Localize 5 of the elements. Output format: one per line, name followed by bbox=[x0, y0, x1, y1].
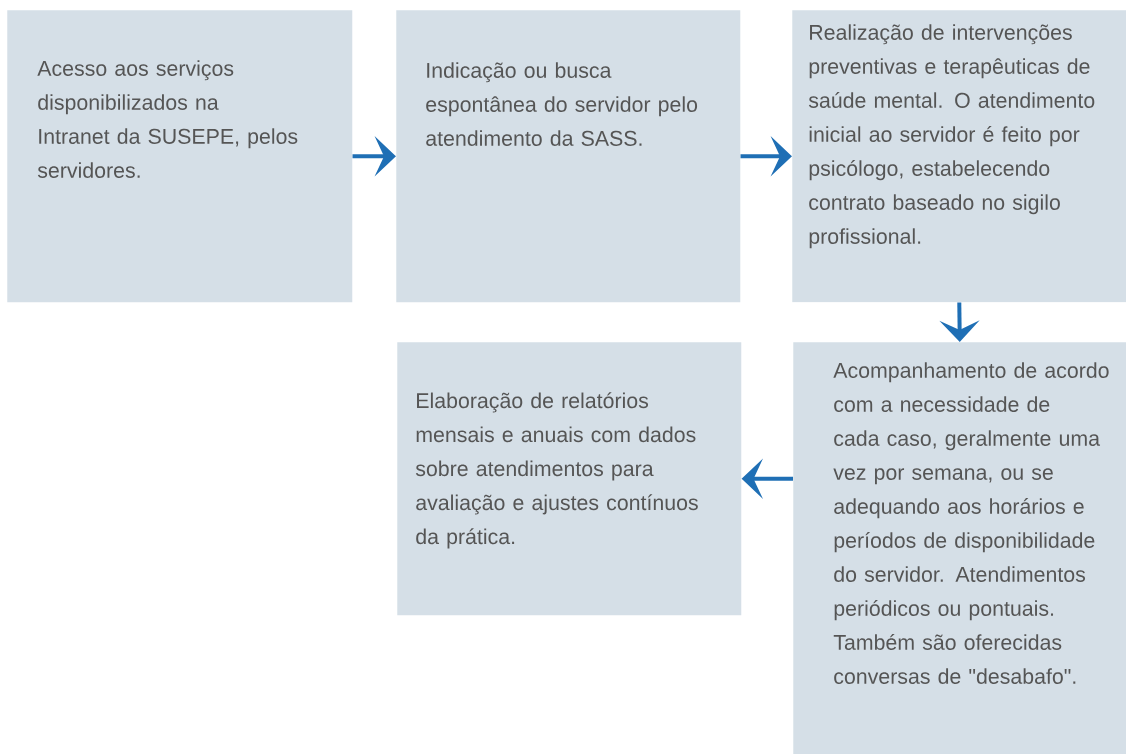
process-box: Indicação ou busca espontânea do servidor pelo atendimento da SASS. bbox=[396, 10, 741, 303]
process-box: Realização de intervenções preventivas e terapêuticas de saúde mental. O atendimento inicial ao servidor é feito por psicólogo, estabelecendo contrato baseado no sigilo profissional. bbox=[792, 10, 1126, 303]
process-box: Acesso aos serviços disponibilizados na Intranet da SUSEPE, pelos servidores. bbox=[7, 10, 353, 303]
process-box: Elaboração de relatórios mensais e anuais com dados sobre atendimentos para avaliação e ajustes contínuos da prática. bbox=[397, 342, 742, 616]
process-box: Acompanhamento de acordo com a necessidade de cada caso, geralmente uma vez por semana, ou se adequando aos horários e períodos de disponibilidade do servidor. Atendimentos periódicos ou pontuais. Também são oferecidas conversas de "desabafo". bbox=[793, 342, 1126, 754]
